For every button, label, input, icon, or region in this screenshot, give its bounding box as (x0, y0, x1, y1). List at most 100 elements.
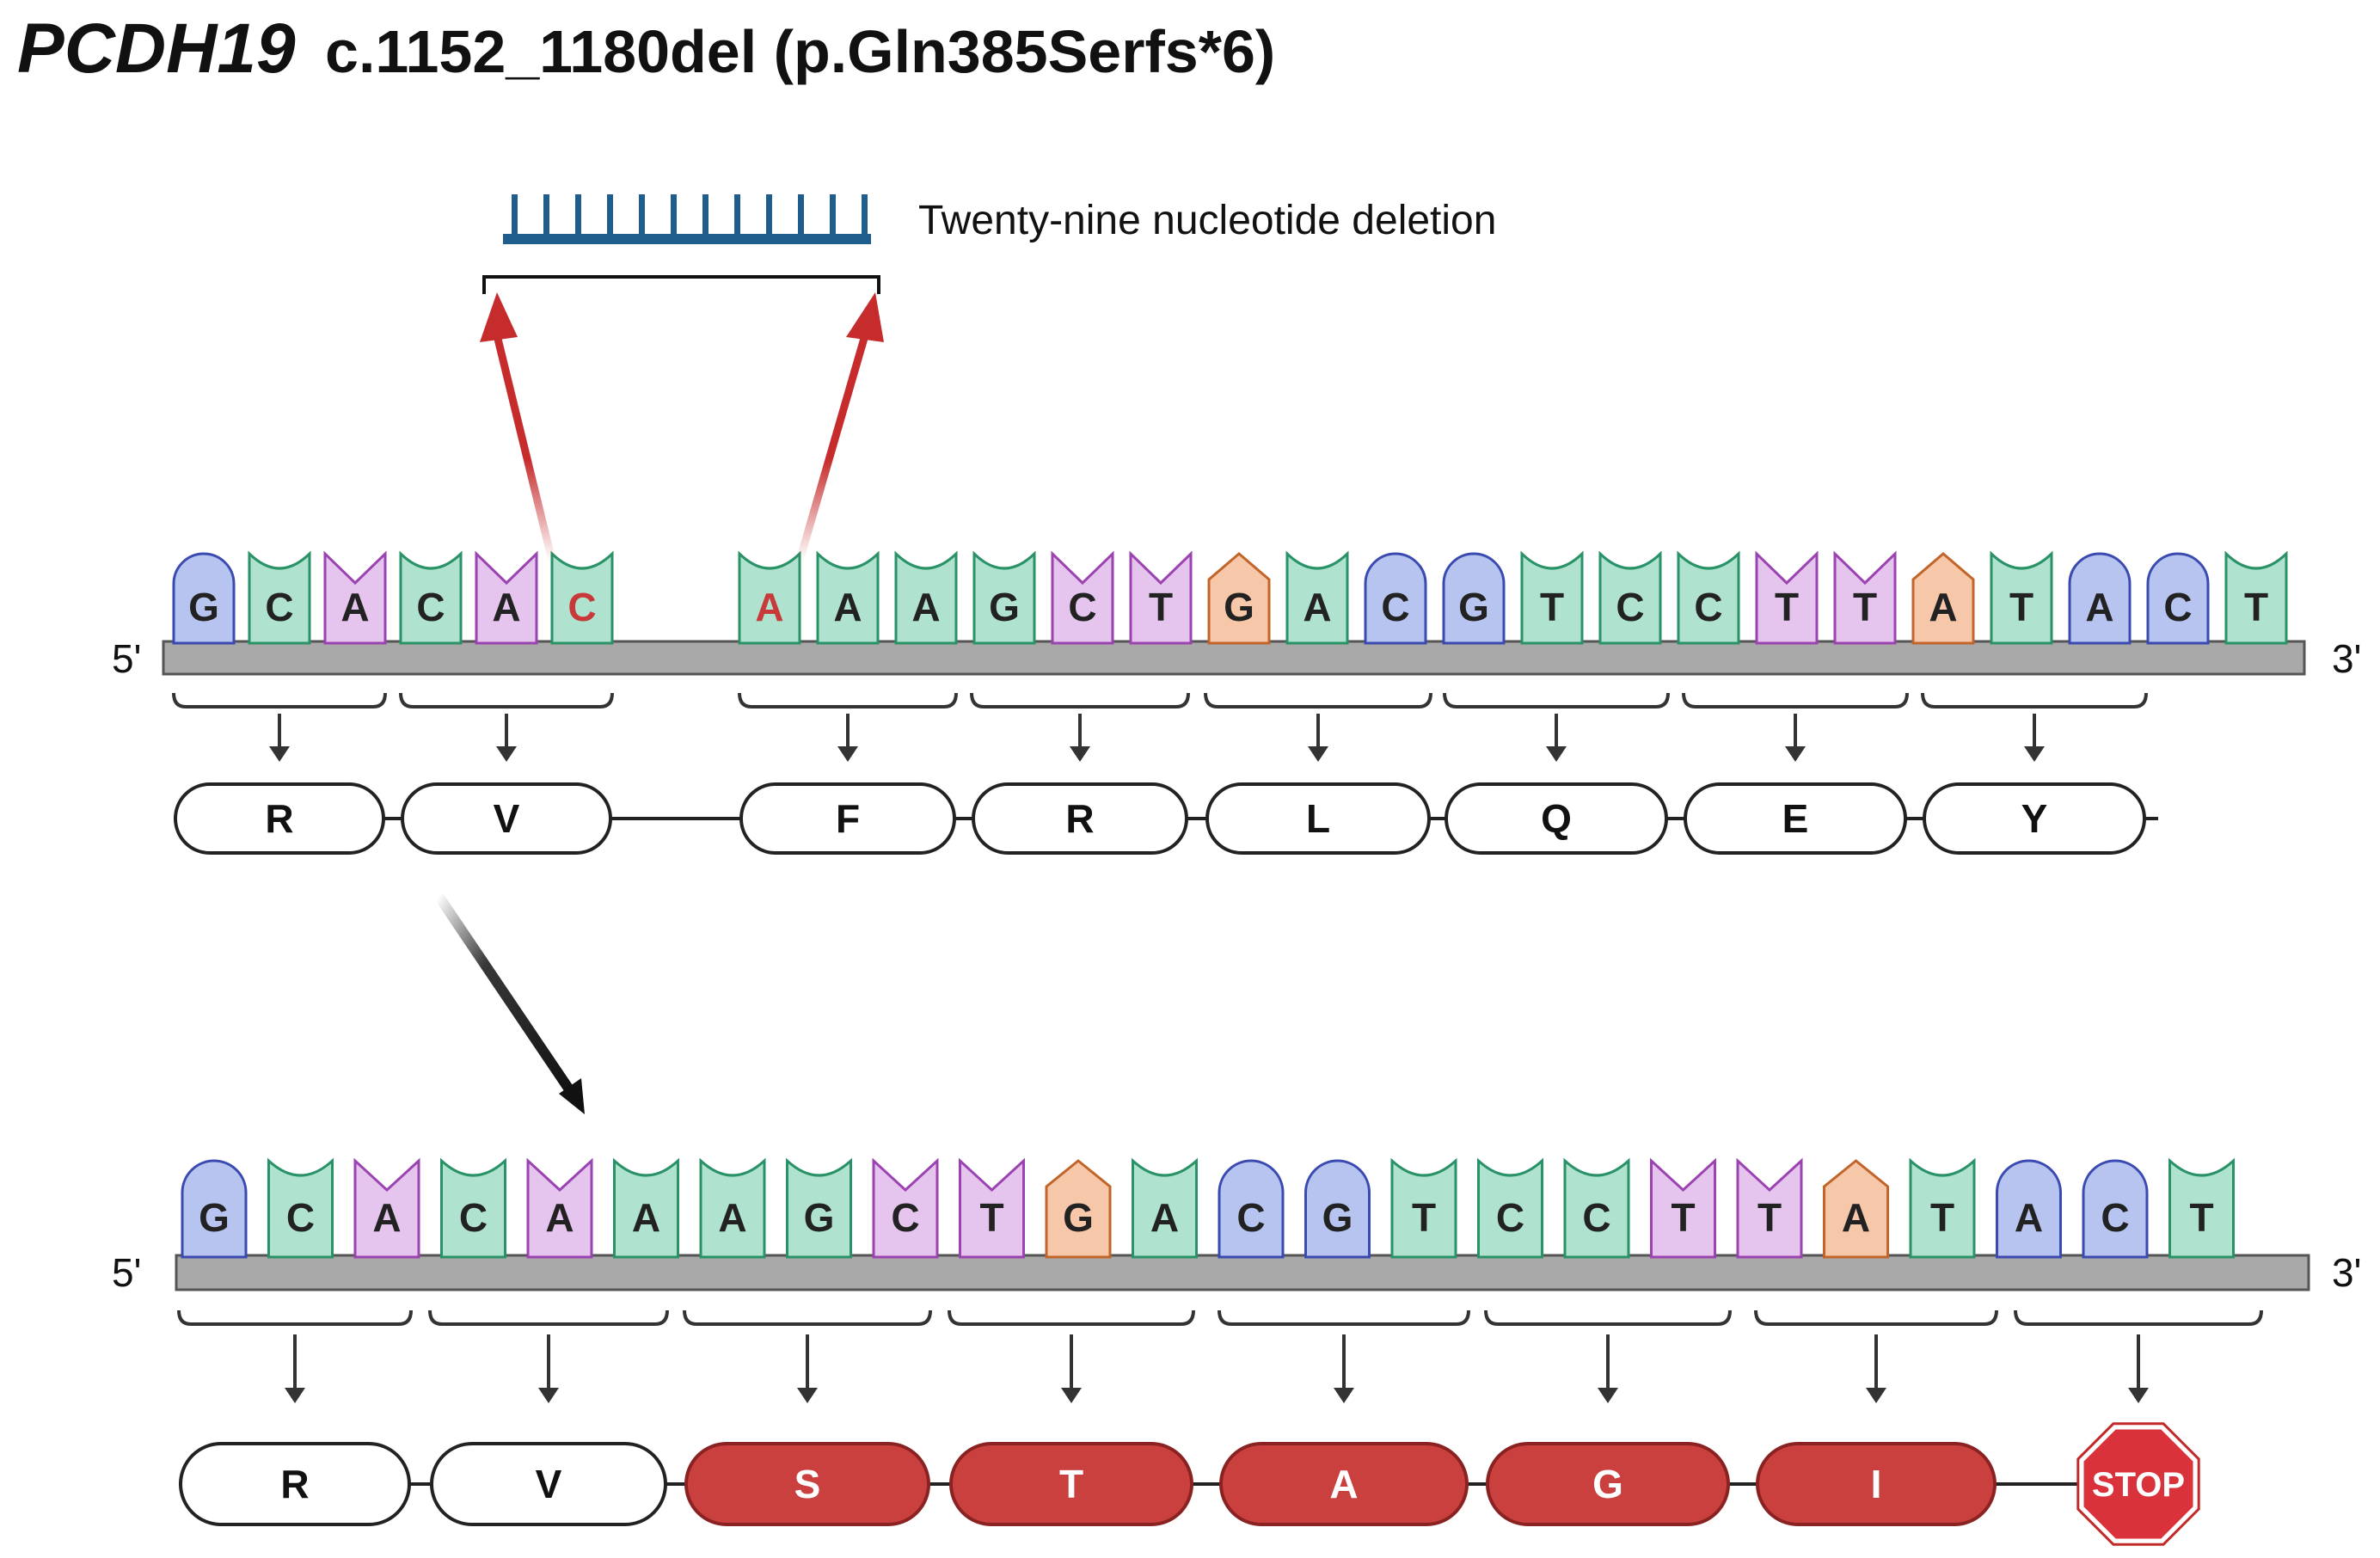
amino-acid-label: A (1329, 1462, 1358, 1506)
figure-title: PCDH19 c.1152_1180del (p.Gln385Serfs*6) (17, 9, 1275, 89)
reference-nucleotide-4: C (399, 550, 463, 645)
mutant-nucleotide-16: C (1477, 1157, 1543, 1259)
reference-nucleotide-1: G (172, 552, 236, 645)
mutant-nucleotide-label: A (2015, 1195, 2043, 1240)
codon-bracket (1443, 692, 1670, 708)
mutant-nucleotide-15: T (1390, 1157, 1457, 1259)
reference-nucleotide-label: C (567, 585, 596, 629)
codon-bracket (172, 692, 387, 708)
deletion-label: Twenty-nine nucleotide deletion (918, 198, 1496, 243)
mutant-nucleotide-17: C (1563, 1157, 1630, 1259)
reference-nucleotide-19: C (1677, 550, 1740, 645)
mutant-nucleotide-label: T (1757, 1195, 1782, 1240)
reference-amino-acid-f: F (739, 782, 956, 855)
arrow-down-icon (797, 1388, 818, 1403)
reference-nucleotide-26: T (2224, 550, 2288, 645)
reference-nucleotide-6: C (550, 550, 614, 645)
reference-nucleotide-label: T (2244, 585, 2268, 629)
reference-nucleotide-label: C (2163, 585, 2192, 629)
reference-nucleotide-7: A (738, 550, 801, 645)
mutant-amino-acid-g: G (1486, 1442, 1730, 1526)
reference-nucleotide-5: A (475, 550, 538, 645)
mutant-nucleotide-4: C (440, 1157, 506, 1259)
reference-nucleotide-label: A (911, 585, 940, 629)
stop-label: STOP (2092, 1466, 2185, 1504)
reference-nucleotide-label: A (1303, 585, 1331, 629)
mutant-nucleotide-label: T (1671, 1195, 1695, 1240)
mutant-nucleotide-label: C (1236, 1195, 1265, 1240)
reference-nucleotide-23: T (1990, 550, 2053, 645)
reference-nucleotide-label: T (1149, 585, 1173, 629)
mutant-nucleotide-label: A (545, 1195, 574, 1240)
reference-nucleotide-8: A (816, 550, 880, 645)
amino-acid-label: Y (2021, 796, 2048, 841)
mutant-nucleotide-21: T (1909, 1157, 1976, 1259)
codon-bracket (970, 692, 1190, 708)
reference-nucleotide-label: G (989, 585, 1020, 629)
mutant-nucleotide-18: T (1650, 1157, 1716, 1259)
arrow-down-icon (1070, 746, 1090, 762)
amino-acid-label: R (265, 796, 293, 841)
mutant-nucleotide-9: C (872, 1157, 939, 1259)
arrow-down-icon (1785, 746, 1806, 762)
mutant-nucleotide-22: A (1996, 1159, 2062, 1259)
right-arrowhead-icon (846, 292, 884, 342)
arrow-down-icon (837, 746, 858, 762)
mutant-nucleotide-label: A (718, 1195, 746, 1240)
amino-acid-label: R (280, 1462, 309, 1506)
reference-amino-acid-e: E (1684, 782, 1907, 855)
amino-acid-label: L (1306, 796, 1330, 841)
mutant-nucleotide-12: A (1132, 1157, 1198, 1259)
mutant-nucleotide-3: A (353, 1157, 420, 1259)
amino-acid-label: G (1592, 1462, 1623, 1506)
reference-nucleotide-label: T (1853, 585, 1877, 629)
reference-nucleotide-18: C (1598, 550, 1662, 645)
left-arrowhead-icon (480, 292, 518, 342)
mutant-nucleotide-label: G (199, 1195, 230, 1240)
mutant-nucleotide-label: A (1842, 1195, 1870, 1240)
codon-bracket (948, 1310, 1195, 1326)
mutant-nucleotide-20: A (1823, 1159, 1889, 1259)
reference-3-prime-label: 3' (2332, 636, 2361, 681)
mutant-nucleotide-label: A (632, 1195, 660, 1240)
reference-amino-acid-v: V (401, 782, 612, 855)
mutant-nucleotide-label: C (1496, 1195, 1524, 1240)
mutant-nucleotide-label: G (1322, 1195, 1353, 1240)
reference-nucleotide-label: C (1694, 585, 1722, 629)
codon-bracket (738, 692, 958, 708)
left-deletion-arrow (493, 334, 556, 562)
mutant-nucleotide-label: A (372, 1195, 401, 1240)
amino-acid-label: V (494, 796, 520, 841)
mutant-amino-acid-i: I (1756, 1442, 1997, 1526)
mutant-nucleotide-label: G (1063, 1195, 1094, 1240)
codon-bracket (177, 1310, 413, 1326)
arrow-down-icon (1061, 1388, 1082, 1403)
reference-nucleotide-label: G (188, 585, 219, 629)
mutant-nucleotide-13: C (1218, 1159, 1285, 1259)
reference-nucleotide-label: C (416, 585, 445, 629)
codon-bracket (1682, 692, 1909, 708)
reference-nucleotide-3: A (323, 550, 387, 645)
mutant-3-prime-label: 3' (2332, 1250, 2361, 1295)
mutant-nucleotide-label: A (1150, 1195, 1179, 1240)
reference-nucleotide-label: C (1381, 585, 1409, 629)
arrow-down-icon (538, 1388, 559, 1403)
arrow-down-icon (269, 746, 290, 762)
amino-acid-label: F (836, 796, 860, 841)
reference-amino-acid-q: Q (1445, 782, 1668, 855)
mutant-nucleotide-label: C (1582, 1195, 1610, 1240)
codon-bracket (2014, 1310, 2263, 1326)
mutant-nucleotide-label: C (2101, 1195, 2129, 1240)
reference-nucleotide-label: T (1540, 585, 1564, 629)
reference-nucleotide-label: C (265, 585, 293, 629)
codon-bracket (683, 1310, 932, 1326)
reference-amino-acid-y: Y (1923, 782, 2146, 855)
reference-nucleotide-label: C (1068, 585, 1096, 629)
mutant-nucleotide-8: G (786, 1157, 852, 1259)
reference-nucleotide-22: A (1911, 552, 1975, 645)
reference-nucleotide-12: T (1129, 550, 1193, 645)
amino-acid-label: V (536, 1462, 562, 1506)
reference-amino-acid-l: L (1205, 782, 1431, 855)
mutant-nucleotide-23: C (2082, 1159, 2149, 1259)
